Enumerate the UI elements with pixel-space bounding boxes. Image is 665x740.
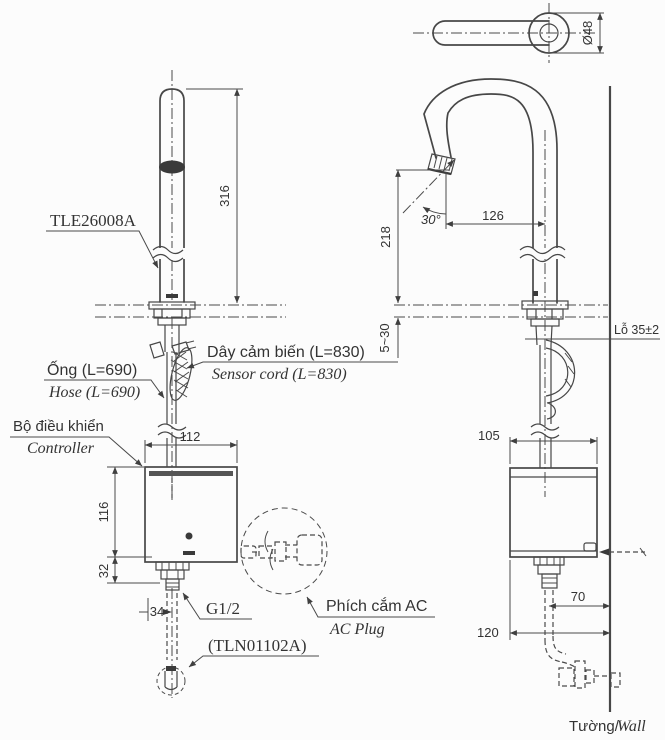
dim-shank-height: 32 <box>96 564 111 578</box>
dim-deck-thickness: 5~30 <box>377 323 392 352</box>
wall-label-en: Wall <box>617 718 646 735</box>
hole-note-label: Lỗ 35±2 <box>614 322 659 337</box>
sensor-cord-coil <box>169 347 193 401</box>
front-view: 316 TLE26008A Ống (L=690) Hose (L=690) D… <box>10 70 398 698</box>
ac-plug-detail: Phích cắm AC AC Plug <box>240 507 435 638</box>
sensor-window <box>159 160 185 174</box>
dim-controller-depth: 105 <box>478 428 500 443</box>
dim-controller-wall-offset: 120 <box>477 625 499 640</box>
wall-anchor-screw <box>599 547 647 557</box>
sensor-cord-label-vi: Dây cảm biến (L=830) <box>207 344 365 361</box>
dim-outlet-angle: 30° <box>421 212 441 227</box>
drain-code-label: (TLN01102A) <box>208 636 307 655</box>
cord-loop <box>545 339 576 420</box>
hose-label-vi: Ống (L=690) <box>47 359 137 379</box>
dim-shank-offset: 34 <box>150 604 164 619</box>
controller-box-side <box>509 467 598 558</box>
dim-outlet-height: 218 <box>378 226 393 248</box>
controller-box-front <box>144 466 238 563</box>
dim-spout-height: 316 <box>217 185 232 207</box>
controller-label-vi: Bộ điều khiển <box>13 418 104 435</box>
dim-spout-diameter: Ø48 <box>580 21 595 46</box>
hose-label-en: Hose (L=690) <box>48 384 140 401</box>
supply-pipe-hidden <box>544 590 621 689</box>
dim-spout-reach: 126 <box>482 208 504 223</box>
dim-pipe-wall-offset: 70 <box>571 589 585 604</box>
thread-size-label: G1/2 <box>206 599 240 618</box>
top-view: Ø48 <box>413 3 604 63</box>
controller-label-en: Controller <box>27 440 95 457</box>
drain-detail <box>156 666 186 696</box>
indicator-dot <box>185 532 193 540</box>
slot <box>183 551 195 555</box>
sensor-cord-label-en: Sensor cord (L=830) <box>212 366 347 383</box>
ac-plug-label-vi: Phích cắm AC <box>326 596 427 615</box>
wall-label-vi: Tường/ <box>569 718 620 735</box>
side-view: 30° 126 218 5~30 Lỗ 35±2 <box>377 78 660 735</box>
dim-controller-width: 112 <box>180 429 201 444</box>
ac-plug-label-en: AC Plug <box>329 621 385 638</box>
dim-controller-height: 116 <box>96 502 111 523</box>
product-code-label: TLE26008A <box>50 211 137 230</box>
